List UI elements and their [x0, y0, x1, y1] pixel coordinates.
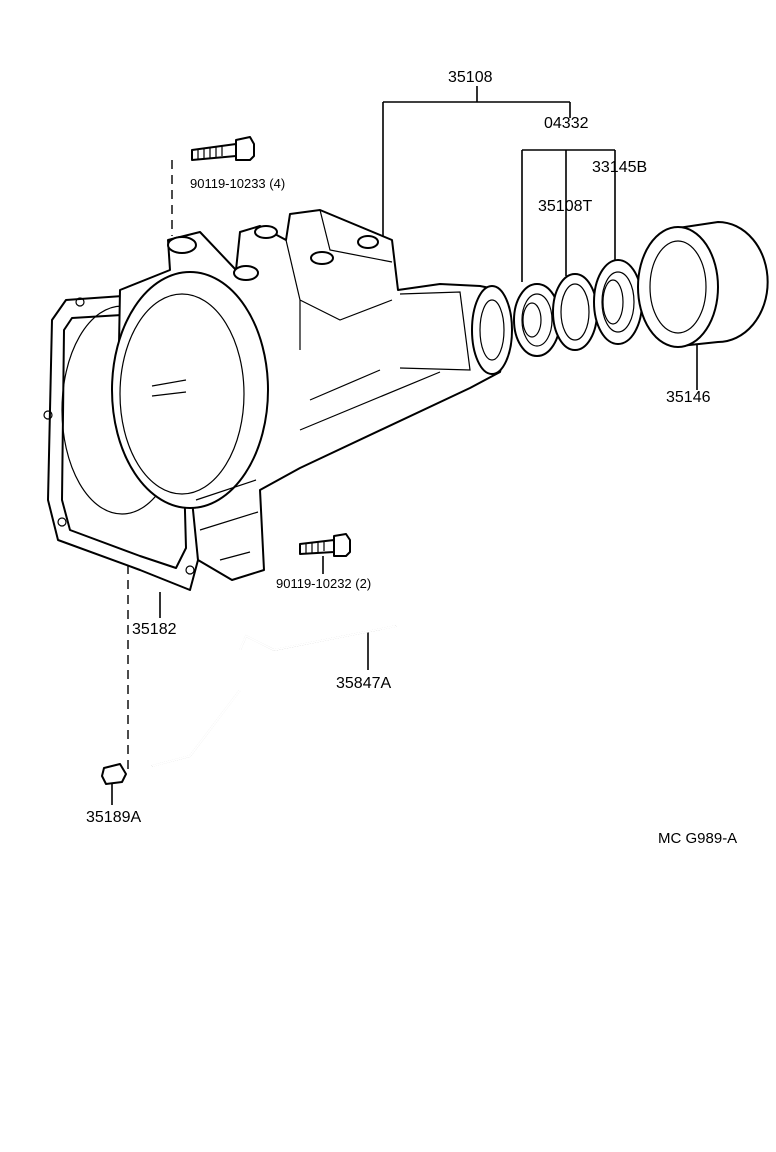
label-bearing-set: 33145B [592, 159, 647, 176]
plug [101, 763, 127, 785]
label-bolt-mid: 90119-10232 (2) [276, 576, 371, 591]
label-tube: 35847A [336, 675, 391, 692]
dust-cover [637, 221, 769, 348]
drawing-code: MC G989-A [658, 830, 737, 847]
spacer-ring [552, 273, 598, 351]
bearing-ring [593, 259, 643, 345]
bolt-top [191, 136, 255, 161]
label-plug: 35189A [86, 809, 141, 826]
label-bolt-top: 90119-10233 (4) [190, 176, 285, 191]
label-cover: 35146 [666, 389, 711, 406]
bolt-mid [299, 533, 351, 557]
label-housing: 35108 [448, 69, 493, 86]
label-spacer: 35108T [538, 198, 592, 215]
label-oil-seal: 04332 [544, 115, 589, 132]
label-gasket: 35182 [132, 621, 177, 638]
breather-tube [151, 625, 397, 767]
leader-lines [111, 86, 698, 805]
extension-housing [111, 209, 513, 581]
